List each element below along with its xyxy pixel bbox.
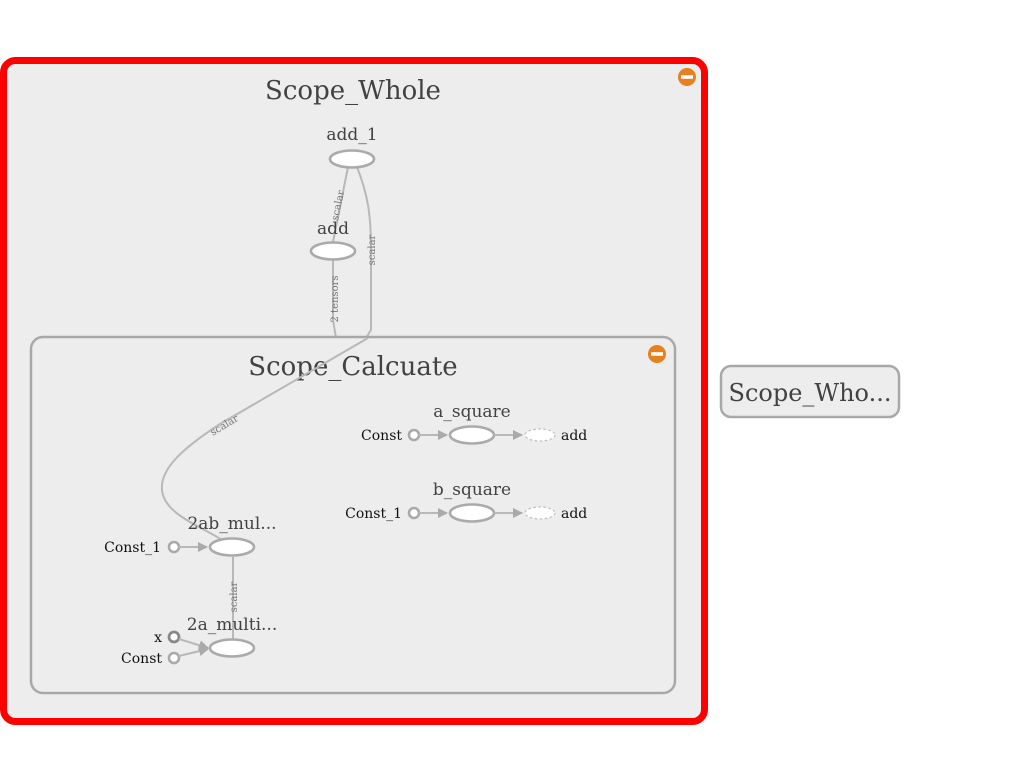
edge-scope-to-add [332,260,337,339]
scope-whole-collapse-icon[interactable] [678,68,696,86]
node-ab-mul-ellipse[interactable] [208,537,256,557]
node-a-multi-const-port[interactable] [167,651,181,665]
scope-calculate-collapse-icon[interactable] [648,345,666,363]
edge-add-to-add-1 [332,166,349,243]
collapsed-scope-node[interactable]: Scope_Who... [719,364,901,419]
node-a-square[interactable]: a_square Const add [361,402,587,445]
node-add-title: add [317,219,349,239]
node-a-multi-x-label: x [154,630,162,646]
node-add-1-title: add_1 [326,125,377,145]
node-a-square-title: a_square [433,402,511,422]
node-a-square-input-port[interactable] [407,428,421,442]
node-b-square-title: b_square [433,480,511,500]
edge-label-scope-to-add: 2 tensors [330,276,341,323]
edge-scope-to-add-1 [356,166,372,339]
node-ab-mul[interactable]: 2ab_mul... Const_1 [104,514,277,557]
edge-a-multi-in-const [178,646,209,657]
node-a-multi-const-label: Const [121,651,162,667]
node-add-1[interactable]: add_1 [326,125,378,169]
node-b-square[interactable]: b_square Const_1 add [345,480,587,523]
edge-label-a-multi-to-ab-mul: scalar [229,581,240,612]
node-a-multi-title: 2a_multi... [187,615,277,635]
node-a-square-output-ghost[interactable] [524,428,556,442]
node-a-square-output-label: add [561,428,587,444]
scope-calculate-title: Scope_Calcuate [248,352,457,382]
node-b-square-input-port[interactable] [407,506,421,520]
node-a-multi-ellipse[interactable] [208,638,256,658]
node-ab-mul-title: 2ab_mul... [187,514,276,534]
edge-ab-mul-out [160,337,369,541]
node-a-square-ellipse[interactable] [448,425,496,445]
collapsed-scope-title: Scope_Who... [729,379,892,407]
edge-label-scope-to-add-1: scalar [367,234,378,265]
node-a-multi[interactable]: 2a_multi... x Const [121,615,277,667]
node-a-multi-x-port[interactable] [167,630,181,644]
node-add[interactable]: add [309,219,357,261]
node-b-square-input-label: Const_1 [345,506,402,522]
scope-calculate-box[interactable] [29,335,677,695]
node-add-ellipse[interactable] [309,241,357,261]
node-b-square-ellipse[interactable] [448,503,496,523]
collapsed-scope-box[interactable] [719,364,901,419]
node-ab-mul-input-port[interactable] [167,540,181,554]
node-ab-mul-input-label: Const_1 [104,540,161,556]
scope-whole-title: Scope_Whole [265,76,441,106]
node-b-square-output-ghost[interactable] [524,506,556,520]
scope-calculate-group[interactable]: Scope_Calcuate [29,335,677,695]
node-b-square-output-label: add [561,506,587,522]
node-a-square-input-label: Const [361,428,402,444]
node-add-1-ellipse[interactable] [328,149,376,169]
